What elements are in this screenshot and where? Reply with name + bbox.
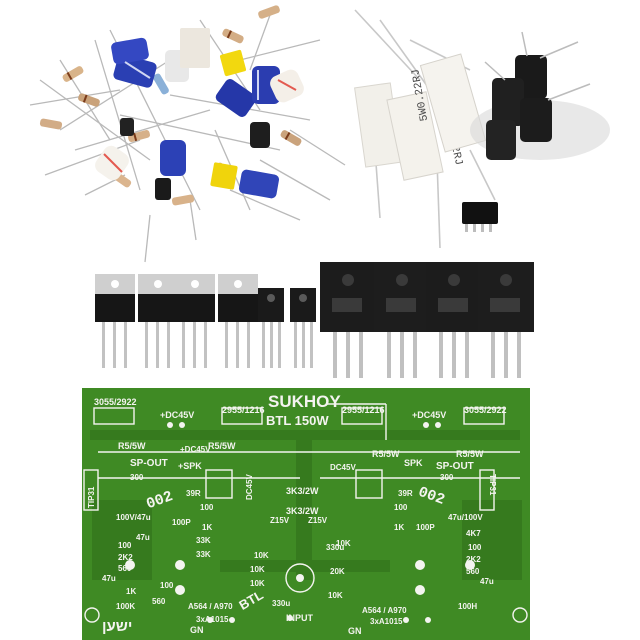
center-value: 10K xyxy=(336,539,351,548)
pcb-board: SUKHOY BTL 150W 3055/2922 +DC45V 2955/12… xyxy=(82,388,530,640)
left-value: 100 xyxy=(160,581,174,590)
center-value: 10K xyxy=(328,591,343,600)
sp-out-left: SP-OUT xyxy=(130,458,168,469)
right-value: 3xA1015 xyxy=(370,617,403,626)
filter-capacitors xyxy=(470,31,610,160)
transistor-row xyxy=(95,262,534,378)
maker-credit: ישען xyxy=(102,618,132,635)
pcb-copper-pattern xyxy=(90,430,522,580)
left-value: 560 xyxy=(152,597,166,606)
top-label-1: 3055/2922 xyxy=(94,397,137,407)
pcb-pads xyxy=(125,422,475,623)
loose-components-pile xyxy=(29,5,346,263)
dc-label-vertical: DC45V xyxy=(245,474,254,500)
right-value: 47u xyxy=(480,577,494,586)
blue-capacitors xyxy=(111,37,280,199)
left-section-values: 300 39R 100 1K 100V/47u 33K 33K 100 47u … xyxy=(102,473,233,624)
right-value: 39R xyxy=(398,489,413,498)
dc-label-left: +DC45V xyxy=(180,445,211,454)
right-value: 1K xyxy=(394,523,404,532)
left-value: 33K xyxy=(196,536,211,545)
gn-left-label: GN xyxy=(190,625,204,635)
ic-chip xyxy=(462,202,498,232)
left-value: 39R xyxy=(186,489,201,498)
left-value: 33K xyxy=(196,550,211,559)
right-value: 100 xyxy=(394,503,408,512)
board-title: SUKHOY xyxy=(268,392,341,411)
board-subtitle: BTL 150W xyxy=(266,413,329,428)
right-value: 2K2 xyxy=(466,555,481,564)
center-value: 20K xyxy=(330,567,345,576)
dc-label-center: DC45V xyxy=(330,463,356,472)
top-label-5: +DC45V xyxy=(412,410,446,420)
left-value: 560 xyxy=(118,564,132,573)
rail-label-4: R5/5W xyxy=(456,449,484,459)
right-section-values: 300 39R 100 1K 47u/100V 4K7 100 2K2 560 … xyxy=(362,473,494,626)
sp-out-right: SP-OUT xyxy=(436,461,474,472)
top-label-4: 2955/1216 xyxy=(342,405,385,415)
right-value: 4K7 xyxy=(466,529,481,538)
left-value: 100V/47u xyxy=(116,513,151,522)
top-label-2: +DC45V xyxy=(160,410,194,420)
tip-right: TIP31 xyxy=(488,474,497,496)
center-value: 330u xyxy=(326,543,344,552)
yellow-caps xyxy=(210,49,247,190)
left-value: 100K xyxy=(116,602,135,611)
left-value: 300 xyxy=(130,473,144,482)
top-label-6: 3055/2922 xyxy=(464,405,507,415)
right-value: 300 xyxy=(440,473,454,482)
rail-label-2: R5/5W xyxy=(208,441,236,451)
center-value: 10K xyxy=(254,551,269,560)
mid-label-4: Z15V xyxy=(308,516,328,525)
center-value: 10K xyxy=(250,579,265,588)
white-parts xyxy=(95,28,304,181)
center-value: 10K xyxy=(250,565,265,574)
power-resistors: 5W0.22RJ 5W0.22RJ xyxy=(354,9,610,249)
right-value: 100P xyxy=(416,523,435,532)
left-value: 47u xyxy=(102,574,116,583)
left-value: 100 xyxy=(200,503,214,512)
left-value: 47u xyxy=(136,533,150,542)
spk-left: +SPK xyxy=(178,461,202,471)
left-value: 1K xyxy=(202,523,212,532)
left-value: 100P xyxy=(172,518,191,527)
left-value: 100 xyxy=(118,541,132,550)
right-value: 100H xyxy=(458,602,477,611)
spk-right: SPK xyxy=(404,458,423,468)
rail-label-3: R5/5W xyxy=(372,449,400,459)
left-value: 3xA1015 xyxy=(196,615,229,624)
left-value: 2K2 xyxy=(118,553,133,562)
right-value: 560 xyxy=(466,567,480,576)
mid-label-1: 3K3/2W xyxy=(286,486,319,496)
to220-transistors xyxy=(95,274,258,368)
right-value: 100 xyxy=(468,543,482,552)
gn-right-label: GN xyxy=(348,626,362,636)
center-value: 330u xyxy=(272,599,290,608)
top-label-3: 2955/1216 xyxy=(222,405,265,415)
pcb-silkscreen-lines xyxy=(83,403,528,623)
to126-transistors xyxy=(258,288,316,368)
input-label: INPUT xyxy=(286,613,314,623)
left-value: 1K xyxy=(126,587,136,596)
mid-label-2: 3K3/2W xyxy=(286,506,319,516)
right-value: A564 / A970 xyxy=(362,606,407,615)
to3p-transistors xyxy=(320,262,534,378)
mid-label-3: Z15V xyxy=(270,516,290,525)
black-capacitors xyxy=(120,118,270,200)
rail-label-1: R5/5W xyxy=(118,441,146,451)
tip-left: TIP31 xyxy=(87,486,96,508)
right-value: 47u/100V xyxy=(448,513,483,522)
center-section-values: 10K 10K 10K 10K 10K 20K 330u 330u xyxy=(250,539,351,608)
left-value: A564 / A970 xyxy=(188,602,233,611)
